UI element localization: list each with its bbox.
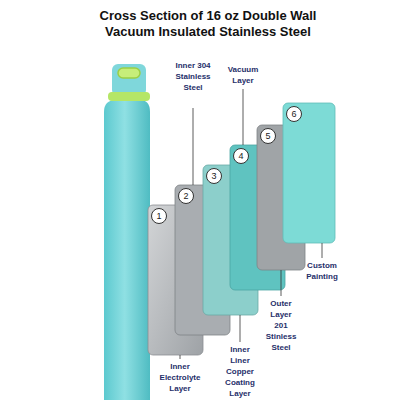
layer-label: Custom Painting — [306, 260, 338, 282]
callout-number: 1 — [156, 212, 161, 221]
callout-number: 5 — [265, 132, 270, 141]
callout-number: 4 — [238, 152, 243, 161]
layer-label: Outer Layer 201 Stinless Steel — [266, 298, 297, 353]
layer-label: Inner 304 Stainless Steel — [175, 60, 210, 93]
callout-circle: 3 — [206, 168, 222, 184]
callout-circle: 4 — [233, 148, 249, 164]
layer-label: Inner Electrolyte Layer — [160, 361, 201, 394]
callout-number: 3 — [211, 172, 216, 181]
layer-label: Vacuum Layer — [228, 64, 259, 86]
callout-circle: 1 — [151, 208, 167, 224]
layer-label: Inner Liner Copper Coating Layer — [225, 344, 255, 399]
diagram-title: Cross Section of 16 oz Double Wall Vacuu… — [78, 8, 338, 40]
callout-number: 6 — [291, 110, 296, 119]
callout-number: 2 — [183, 192, 188, 201]
callout-circle: 5 — [260, 128, 276, 144]
callout-circle: 6 — [286, 106, 302, 122]
callout-circle: 2 — [178, 188, 194, 204]
